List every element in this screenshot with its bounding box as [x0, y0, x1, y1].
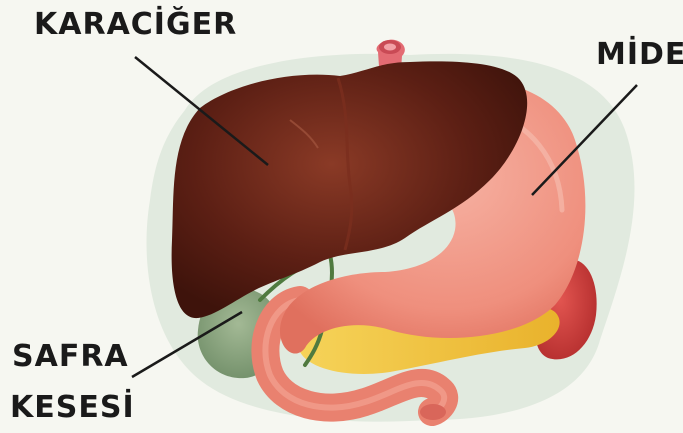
- liver-label: KARACİĞER: [34, 10, 237, 40]
- esophagus-lumen: [384, 44, 396, 51]
- gallbladder-label-line1: SAFRA: [12, 342, 129, 372]
- intestine-end: [420, 404, 446, 420]
- gallbladder-label-line2: KESESİ: [10, 393, 135, 423]
- stomach-label: MİDE: [596, 40, 683, 70]
